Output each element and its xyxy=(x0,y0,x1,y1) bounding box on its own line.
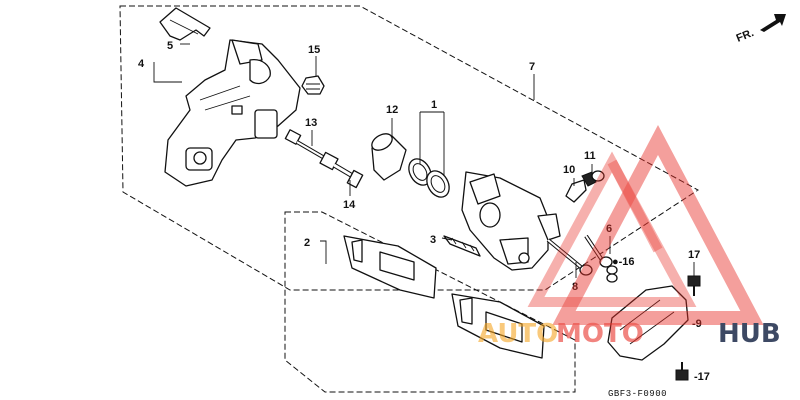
caliper-body xyxy=(461,171,561,271)
bolt-17a xyxy=(687,275,701,296)
pin-bolt-boot xyxy=(301,75,325,95)
callout-4: 4 xyxy=(138,58,145,70)
group-outline-caliper-bracket xyxy=(119,5,699,291)
callout-5: 5 xyxy=(167,40,173,52)
pin-bolt-a xyxy=(284,129,330,162)
bolt-17b xyxy=(675,362,689,381)
pad-retainer xyxy=(443,235,481,257)
pin-bolt-b xyxy=(319,151,364,189)
brake-pad-inner xyxy=(343,235,437,299)
arrow-icon xyxy=(760,14,786,32)
figure-code: GBF3-F0900 xyxy=(608,389,667,399)
watermark-text-hub: HUB xyxy=(718,319,781,349)
callout-17b: -17 xyxy=(694,371,710,383)
front-direction-indicator: FR. xyxy=(735,14,786,45)
pin-boot-16 xyxy=(606,265,618,283)
brake-pad-outer xyxy=(451,293,545,359)
callout-14: 14 xyxy=(343,199,356,211)
callout-11: 11 xyxy=(584,150,596,162)
watermark-text-moto: MOTO xyxy=(556,319,644,349)
callout-7: 7 xyxy=(529,61,535,73)
callout-3: 3 xyxy=(430,234,436,246)
callout-13: 13 xyxy=(305,117,317,129)
piston-seal-set xyxy=(408,158,450,198)
callout-15: 15 xyxy=(308,44,320,56)
group-outline-pads xyxy=(284,211,576,393)
callout-10: 10 xyxy=(563,164,575,176)
callout-17a: 17 xyxy=(688,249,700,261)
callout-9: -9 xyxy=(692,318,702,330)
piston xyxy=(371,133,407,181)
callout-2: 2 xyxy=(304,237,310,249)
callout-12: 12 xyxy=(386,104,398,116)
front-direction-label: FR. xyxy=(735,27,756,45)
slide-pin-6 xyxy=(584,234,613,268)
callout-16: ●-16 xyxy=(612,256,635,268)
leader-lines xyxy=(153,43,695,278)
callout-8: 8 xyxy=(572,281,578,293)
watermark: AUTO MOTO HUB xyxy=(478,125,781,349)
caliper-guard xyxy=(607,285,689,361)
callout-6: 6 xyxy=(606,223,612,235)
caliper-bracket xyxy=(164,39,301,187)
watermark-text-auto: AUTO xyxy=(478,319,558,349)
callout-1: 1 xyxy=(431,99,437,111)
pad-spring xyxy=(159,7,211,41)
watermark-logo-icon xyxy=(527,125,764,325)
callout-labels: 1 2 3 4 5 6 7 8 -9 10 11 12 13 14 15 ●-1… xyxy=(138,40,710,383)
